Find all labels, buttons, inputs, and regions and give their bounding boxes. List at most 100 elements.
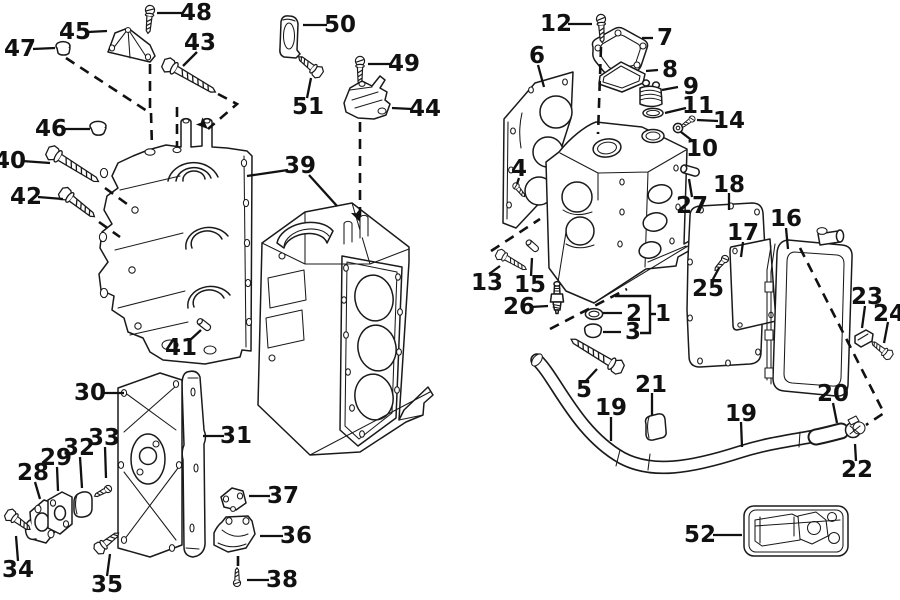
- callout-20: 20: [817, 381, 849, 407]
- callout-3: 3: [625, 319, 641, 345]
- callout-33: 33: [88, 425, 120, 451]
- part-plug-46: [89, 120, 107, 136]
- dashed-leader-line: [104, 186, 128, 206]
- callout-leader-line: [21, 159, 51, 165]
- part-cap-47: [55, 40, 71, 56]
- part-outlet-bracket-36: [213, 515, 256, 553]
- part-screw-33: [92, 483, 114, 500]
- callout-35: 35: [91, 572, 123, 598]
- callout-leader-line: [584, 368, 598, 383]
- callout-leader-line: [680, 131, 695, 143]
- callout-leader-line: [391, 106, 413, 111]
- callout-leader-line: [308, 174, 338, 207]
- callout-19: 19: [595, 395, 627, 421]
- callout-22: 22: [841, 457, 873, 483]
- callout-leader-line: [14, 535, 20, 562]
- part-gasket-31: [181, 370, 207, 558]
- callout-leader-line: [696, 118, 719, 123]
- callout-leader-line: [488, 265, 501, 275]
- callout-23: 23: [851, 284, 883, 310]
- callout-leader-line: [645, 68, 659, 73]
- part-bolt-43: [158, 55, 220, 100]
- callout-31: 31: [220, 423, 252, 449]
- callout-46: 46: [35, 116, 67, 142]
- part-screw-48: [142, 4, 156, 35]
- callout-17: 17: [727, 220, 759, 246]
- callout-13: 13: [471, 270, 503, 296]
- callout-50: 50: [324, 12, 356, 38]
- callout-7: 7: [657, 25, 673, 51]
- callout-42: 42: [10, 184, 42, 210]
- leader-arrowhead: [195, 117, 208, 129]
- callout-28: 28: [17, 460, 49, 486]
- callout-44: 44: [409, 96, 441, 122]
- callout-leader-line: [246, 168, 289, 178]
- callout-11: 11: [682, 93, 714, 119]
- part-bolt-42: [55, 184, 100, 224]
- part-spark-plug-26: [549, 231, 567, 315]
- part-hose-clamp-22: [844, 415, 866, 439]
- callout-45: 45: [59, 19, 91, 45]
- callout-29: 29: [40, 445, 72, 471]
- dashed-leader-line: [549, 287, 628, 331]
- callout-leader-line: [37, 195, 64, 201]
- part-crankcase-half: [98, 117, 253, 365]
- callout-34: 34: [2, 557, 34, 583]
- callout-2: 2: [626, 301, 642, 327]
- callout-24: 24: [873, 301, 900, 327]
- callout-leader-line: [515, 177, 521, 185]
- callout-leader-line: [32, 46, 56, 51]
- part-mount-bracket-44: [343, 75, 391, 120]
- callout-37: 37: [267, 483, 299, 509]
- callout-leader-line: [664, 106, 687, 115]
- callout-6: 6: [529, 43, 545, 69]
- callout-40: 40: [0, 148, 26, 174]
- dashed-leader-line: [490, 217, 541, 253]
- callout-leader-line: [103, 446, 108, 479]
- leader-arrowhead: [350, 209, 360, 222]
- part-washer-10: [672, 122, 684, 134]
- callout-25: 25: [692, 276, 724, 302]
- callout-15: 15: [514, 272, 546, 298]
- part-gasket-set-52: [743, 505, 849, 557]
- part-cover-plate-37: [220, 487, 247, 512]
- callout-10: 10: [686, 136, 718, 162]
- part-thermostat-cover-7: [591, 26, 649, 77]
- callout-39: 39: [284, 153, 316, 179]
- callout-43: 43: [184, 30, 216, 56]
- callout-leader-line: [33, 481, 42, 500]
- callout-26: 26: [503, 294, 535, 320]
- part-cap-3: [583, 323, 603, 339]
- dashed-leader-line: [596, 46, 603, 135]
- callout-leader-line: [739, 421, 744, 448]
- callout-21: 21: [635, 372, 667, 398]
- part-thermostat-9: [639, 79, 663, 108]
- part-clamp-23: [854, 329, 874, 348]
- dashed-leader-line: [149, 112, 154, 148]
- callout-14: 14: [713, 108, 745, 134]
- callout-36: 36: [280, 523, 312, 549]
- callout-leader-line: [536, 64, 546, 88]
- callout-leader-line: [661, 85, 679, 92]
- callout-18: 18: [713, 172, 745, 198]
- callout-leader-line: [55, 466, 60, 492]
- callout-leader-line: [87, 29, 108, 34]
- callout-leader-line: [78, 456, 84, 489]
- part-cylinder-block: [257, 202, 434, 456]
- callout-49: 49: [388, 51, 420, 77]
- part-exhaust-cover-16: [764, 227, 853, 397]
- dashed-leader-line: [207, 92, 240, 130]
- callout-leader-line: [529, 257, 534, 277]
- callout-leader-line: [530, 304, 549, 309]
- part-mount-bracket-45: [107, 27, 156, 63]
- part-pin-15: [524, 238, 541, 254]
- callout-8: 8: [662, 57, 678, 83]
- callout-9: 9: [683, 74, 699, 100]
- callout-leader-line: [739, 241, 745, 258]
- callout-27: 27: [676, 193, 708, 219]
- part-inner-plate-17: [729, 238, 777, 331]
- callout-leader-line: [710, 267, 721, 282]
- callout-51: 51: [292, 94, 324, 120]
